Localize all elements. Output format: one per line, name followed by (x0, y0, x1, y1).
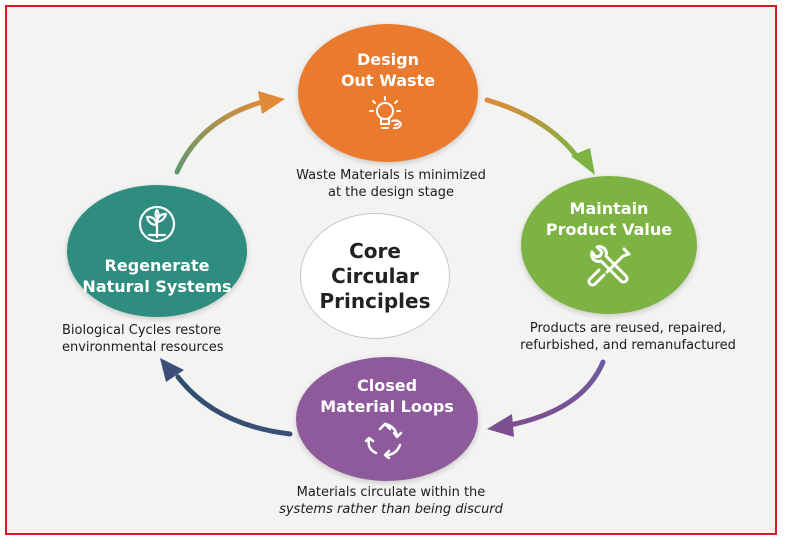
design-description: Waste Materials is minimized at the desi… (256, 167, 526, 201)
closed-description: Materials circulate within the systems r… (246, 484, 536, 518)
maintain-desc-line2: refurbished, and remanufactured (520, 338, 736, 353)
design-desc-line2: at the design stage (327, 185, 454, 200)
regenerate-desc-line1: Biological Cycles restore (62, 323, 222, 338)
maintain-title-line1: Maintain (569, 199, 649, 218)
design-desc-line1: Waste Materials is minimized (296, 168, 486, 183)
regenerate-title-line1: Regenerate (104, 256, 210, 275)
design-title-line1: Design (357, 50, 419, 69)
regenerate-natural-systems-node: Regenerate Natural Systems (67, 185, 247, 317)
arrow-head-regenerate (160, 358, 184, 382)
arrow-maintain-to-closed (507, 359, 606, 428)
regenerate-desc-line2: environmental resources (62, 340, 224, 355)
closed-title-line2: Material Loops (320, 397, 454, 416)
arrow-closed-to-regenerate (175, 374, 293, 437)
plant-icon (137, 205, 177, 247)
regenerate-description: Biological Cycles restore environmental … (62, 322, 262, 356)
maintain-desc-line1: Products are reused, repaired, (529, 321, 727, 336)
maintain-description: Products are reused, repaired, refurbish… (488, 320, 768, 354)
design-title-line2: Out Waste (340, 71, 436, 90)
maintain-product-value-node: Maintain Product Value (521, 176, 697, 314)
closed-material-loops-node: Closed Material Loops (296, 357, 478, 481)
arrow-head-maintain (571, 148, 595, 175)
closed-title-line1: Closed (356, 376, 418, 395)
arrow-design-to-maintain (484, 97, 581, 161)
center-line2: Circular (331, 263, 419, 288)
arrow-head-closed (487, 414, 514, 437)
regenerate-title-line2: Natural Systems (82, 277, 232, 296)
center-line1: Core (349, 238, 401, 263)
maintain-title-line2: Product Value (545, 220, 673, 239)
wrench-screwdriver-icon (584, 244, 634, 292)
center-line3: Principles (319, 288, 431, 313)
closed-desc-line1: Materials circulate within the (296, 485, 486, 500)
arrow-head-design (258, 91, 285, 114)
recycle-icon (364, 421, 410, 463)
lightbulb-icon (367, 95, 409, 137)
closed-desc-line2: systems rather than being discurd (279, 502, 503, 517)
design-out-waste-node: Design Out Waste (298, 24, 478, 162)
arrow-regenerate-to-design (174, 99, 265, 175)
core-principles-center: Core Circular Principles (300, 213, 450, 339)
